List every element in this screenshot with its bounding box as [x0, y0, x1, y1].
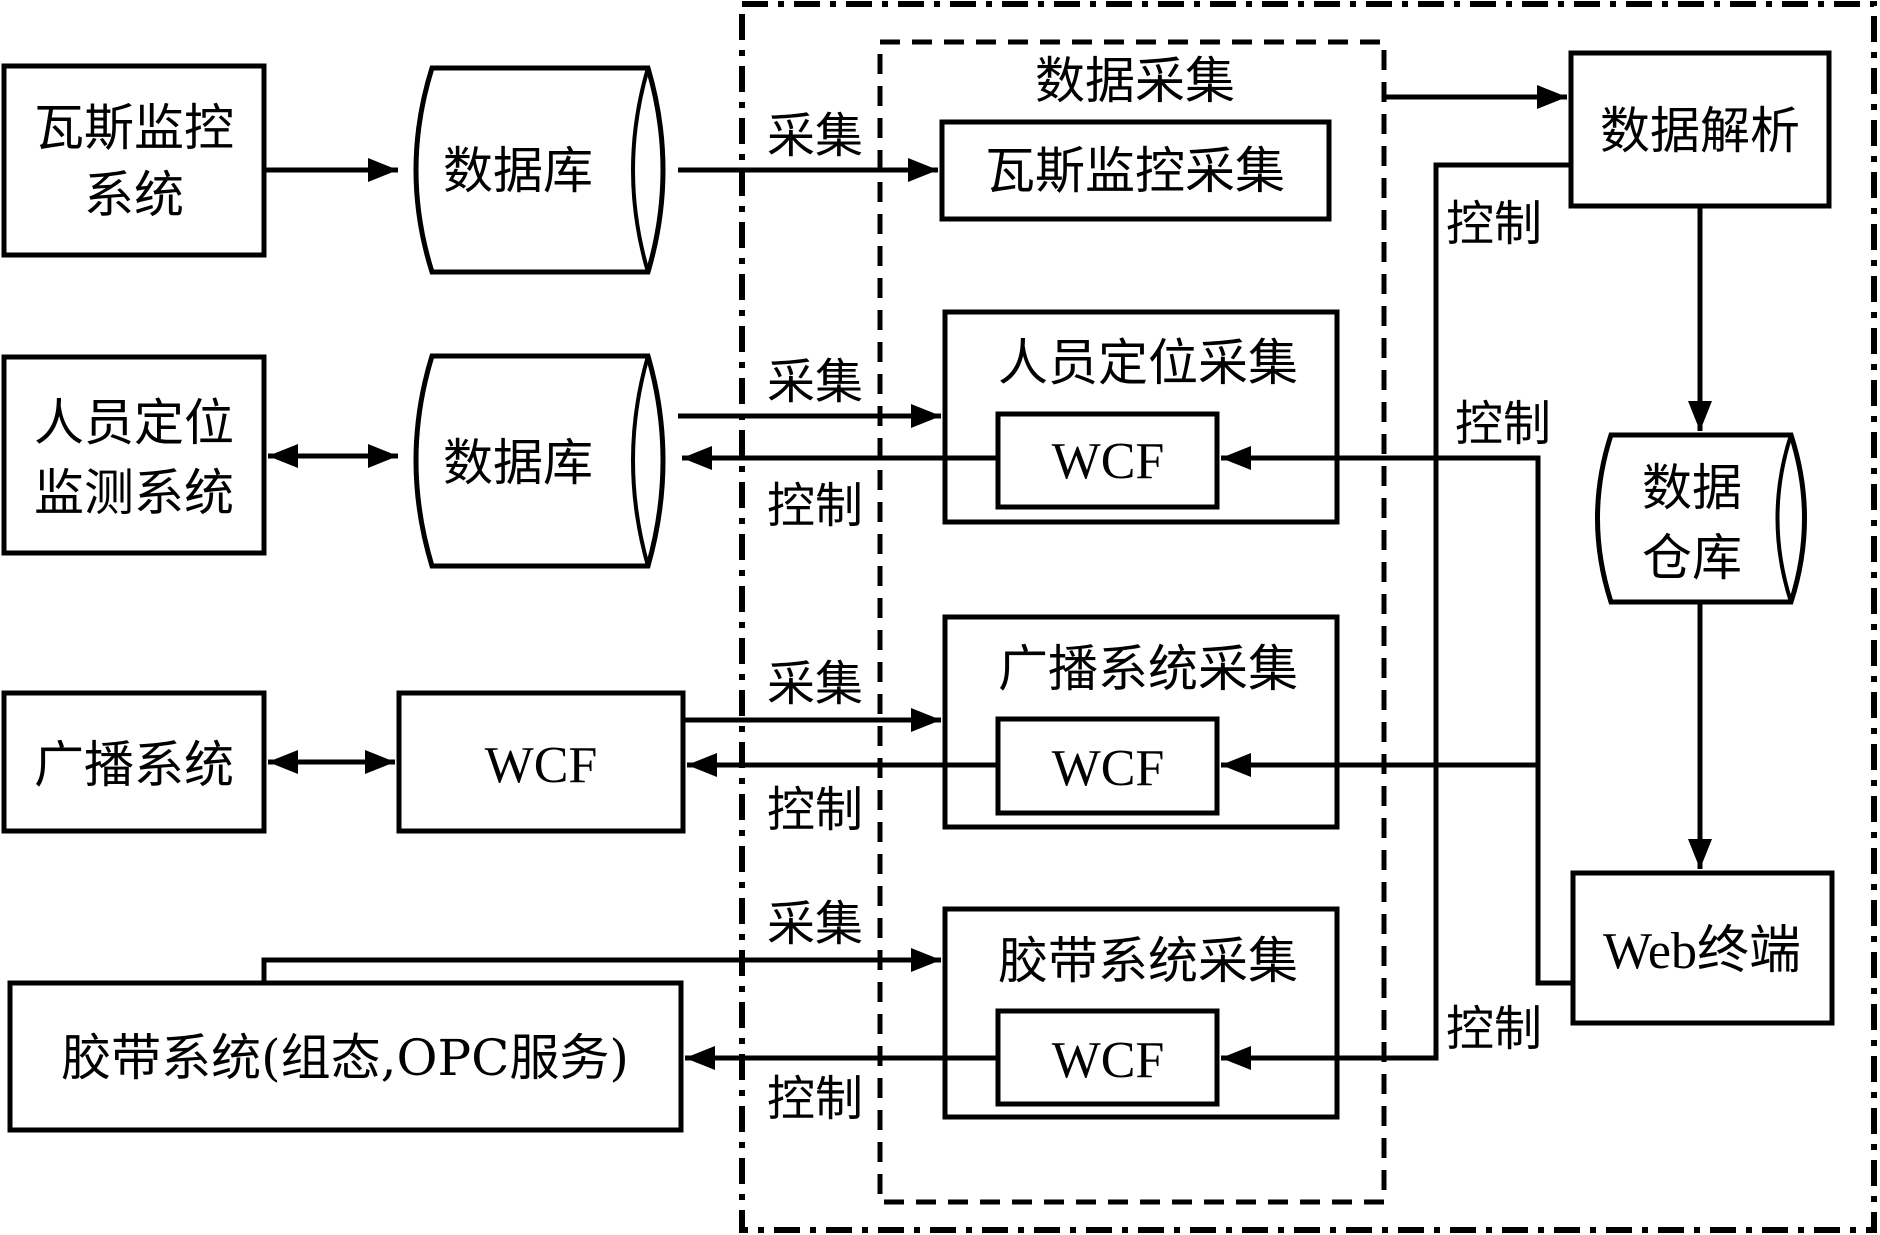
control-line-web	[1221, 446, 1573, 986]
personnel-positioning-system-node	[1, 354, 267, 556]
edge-label-control-4: 控制	[767, 1071, 863, 1127]
personnel-wcf-node	[995, 411, 1220, 510]
broadcast-wcf-gateway-node	[396, 690, 686, 834]
data-warehouse-node	[1595, 432, 1807, 605]
edge-label-collect-4: 采集	[767, 896, 863, 952]
edge-label-control-bottom: 控制	[1446, 1001, 1542, 1057]
database-2-label: 数据库	[443, 434, 593, 492]
personnel-collect-node	[942, 309, 1340, 525]
personnel-system-label-line2: 监测系统	[34, 464, 234, 522]
edge-label-control-parse: 控制	[1446, 196, 1542, 252]
web-terminal-label: Web终端	[1603, 923, 1801, 980]
belt-system-label: 胶带系统(组态,OPC服务)	[61, 1029, 629, 1087]
database-1-label: 数据库	[443, 142, 593, 200]
personnel-system-label-line1: 人员定位	[34, 394, 234, 452]
edge-belt-to-belt-collect	[261, 948, 941, 983]
broadcast-system-node	[1, 690, 267, 834]
edge-label-control-2: 控制	[767, 478, 863, 534]
broadcast-wcf-label: WCF	[1052, 740, 1165, 797]
personnel-collect-label: 人员定位采集	[998, 334, 1298, 392]
belt-collect-node	[942, 906, 1340, 1120]
personnel-wcf-label: WCF	[1052, 433, 1165, 490]
data-warehouse-label-line2: 仓库	[1642, 529, 1742, 587]
gas-collect-label: 瓦斯监控采集	[985, 142, 1285, 200]
edge-label-control-3: 控制	[767, 782, 863, 838]
gas-system-label-line2: 系统	[84, 166, 184, 224]
outer-system-boundary	[739, 1, 1877, 1233]
edge-label-collect-2: 采集	[767, 354, 863, 410]
broadcast-wcf-gateway-label: WCF	[485, 737, 598, 794]
data-warehouse-label-line1: 数据	[1642, 459, 1742, 517]
data-parse-node	[1568, 50, 1832, 209]
data-parse-label: 数据解析	[1600, 102, 1800, 160]
belt-system-node	[7, 980, 684, 1133]
web-terminal-node	[1570, 870, 1835, 1026]
gas-monitoring-system-node	[1, 63, 267, 258]
gas-collect-node	[939, 119, 1332, 222]
belt-wcf-node	[995, 1008, 1220, 1107]
edge-label-control-web: 控制	[1455, 396, 1551, 452]
broadcast-collect-label: 广播系统采集	[998, 640, 1298, 698]
database-node-2	[413, 353, 666, 569]
data-collection-title: 数据采集	[1035, 52, 1235, 110]
broadcast-system-label: 广播系统	[34, 736, 234, 794]
belt-collect-label: 胶带系统采集	[998, 932, 1298, 990]
broadcast-wcf-node	[995, 716, 1220, 816]
broadcast-collect-node	[942, 614, 1340, 830]
control-line-parse	[1221, 162, 1571, 1070]
edge-label-collect-1: 采集	[767, 108, 863, 164]
gas-system-label-line1: 瓦斯监控	[34, 99, 234, 157]
database-node-1	[413, 65, 666, 275]
edge-label-collect-3: 采集	[767, 656, 863, 712]
belt-wcf-label: WCF	[1052, 1032, 1165, 1089]
